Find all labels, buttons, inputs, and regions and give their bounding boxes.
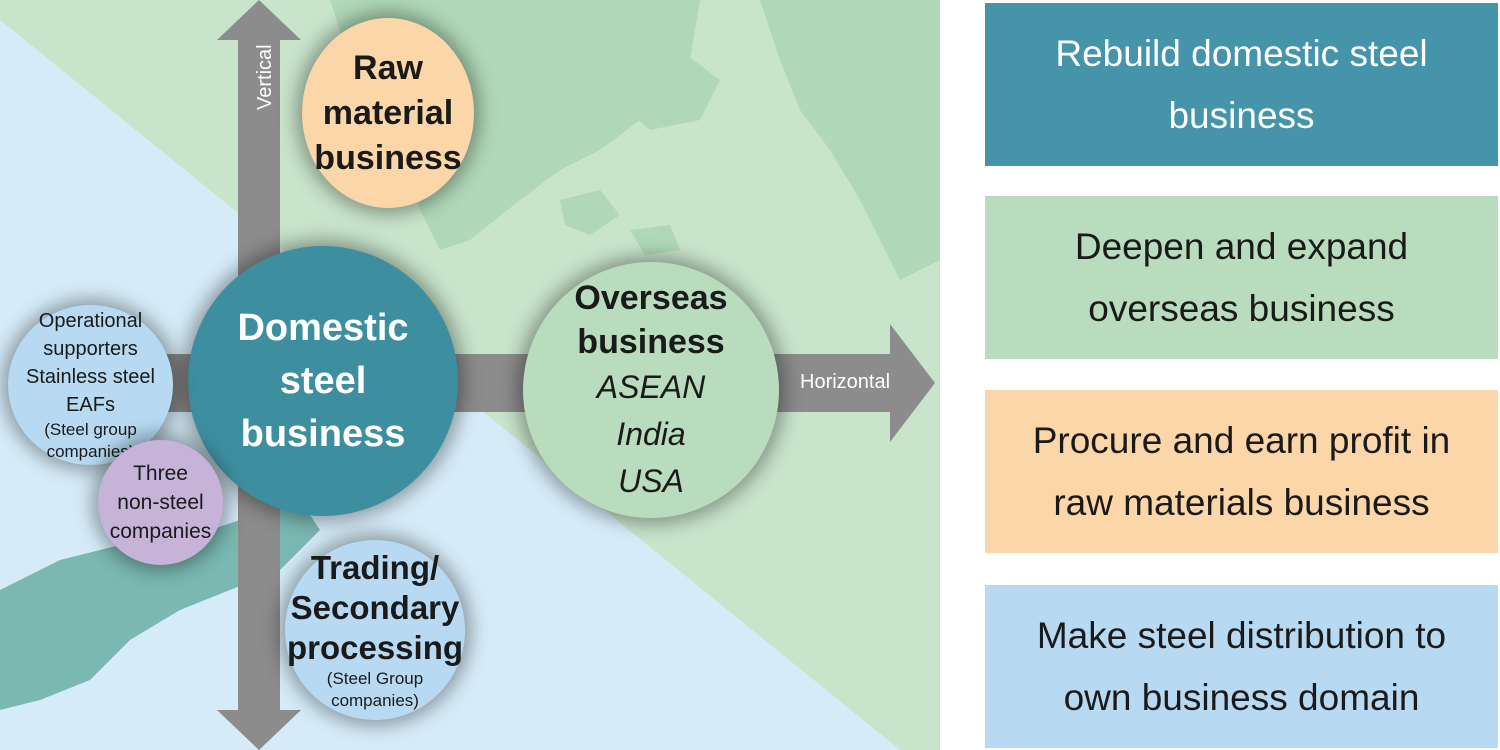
trading-note-line: companies) (331, 691, 419, 710)
operational-line: supporters (43, 338, 138, 360)
trading-note-line: (Steel Group (326, 669, 424, 688)
operational-note-line: companies) (46, 442, 135, 461)
trading-title-line: Secondary (290, 589, 460, 626)
raw-line: business (314, 138, 462, 177)
strategy-box-raw-materials: Procure and earn profit in raw materials… (985, 390, 1498, 553)
raw-line: material (322, 93, 454, 132)
operational-note-line: (Steel group (44, 420, 137, 439)
vertical-axis-label: Vertical (254, 44, 276, 110)
three-line: Three (133, 462, 188, 485)
continent-americas (760, 0, 940, 280)
strategy-box-domestic: Rebuild domestic steel business (985, 3, 1498, 166)
box-line: raw materials business (1053, 481, 1430, 523)
horizontal-axis-label: Horizontal (800, 371, 891, 393)
strategy-box-overseas: Deepen and expand overseas business (985, 196, 1498, 359)
region-label: India (616, 415, 686, 452)
region-label: ASEAN (596, 368, 706, 405)
raw-material-circle: Raw material business (302, 18, 474, 208)
domestic-line: Domestic (237, 306, 409, 349)
trading-title-line: processing (286, 629, 464, 666)
domestic-steel-circle: Domestic steel business (188, 246, 458, 516)
trading-circle: Trading/ Secondary processing (Steel Gro… (285, 540, 465, 720)
overseas-title-line: Overseas (574, 278, 728, 317)
operational-line: EAFs (66, 394, 115, 416)
region-label: USA (618, 462, 684, 499)
operational-supporters-circle: Operational supporters Stainless steel E… (8, 305, 173, 465)
operational-line: Stainless steel (26, 366, 155, 388)
australia-shape (610, 50, 720, 130)
box-line: Make steel distribution to (1036, 614, 1447, 656)
three-line: companies (109, 520, 212, 543)
box-line: own business domain (1063, 676, 1420, 718)
three-line: non-steel (117, 491, 204, 514)
domestic-line: steel (279, 359, 367, 402)
overseas-circle: Overseas business ASEAN India USA (523, 262, 779, 518)
box-line: Deepen and expand (1074, 225, 1409, 267)
operational-line: Operational (38, 310, 143, 332)
box-line: Rebuild domestic steel (1055, 32, 1428, 74)
three-non-steel-circle: Three non-steel companies (98, 440, 223, 565)
overseas-title-line: business (577, 322, 725, 361)
box-line: overseas business (1088, 287, 1395, 329)
kyushu-shape (20, 630, 80, 690)
domestic-line: business (240, 412, 406, 455)
raw-line: Raw (353, 48, 423, 87)
box-line: Procure and earn profit in (1032, 419, 1451, 461)
strategy-box-distribution: Make steel distribution to own business … (985, 585, 1498, 748)
box-line: business (1168, 94, 1315, 136)
islands-indonesia (560, 190, 680, 255)
trading-title-line: Trading/ (310, 549, 440, 586)
